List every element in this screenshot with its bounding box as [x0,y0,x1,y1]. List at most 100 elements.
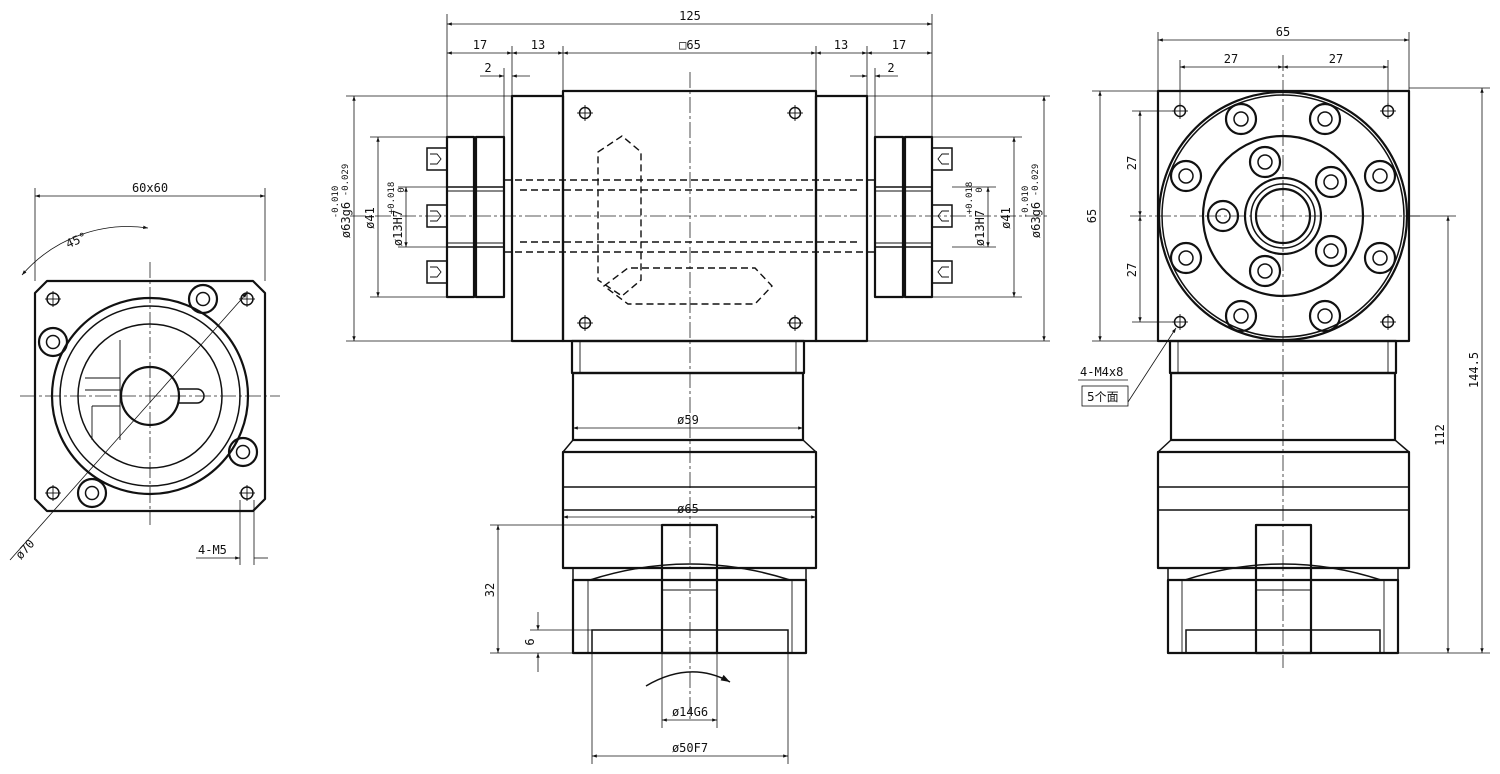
dim-right-shaft-height: 112 [1433,424,1447,446]
right-ring-bolt [1224,299,1258,333]
front-body-hole [787,315,803,331]
right-ring-bolt [1308,102,1342,136]
dim-right-half-right: 27 [1329,52,1343,66]
dim-right-outer: 17 [892,38,906,52]
left-keyway [178,388,205,404]
dim-flange-size: 60x60 [132,181,168,195]
dim-right-pilot: ø63g6 [1029,202,1043,238]
front-body-hole [787,105,803,121]
dim-pcd-diameter: ø70 [13,537,38,562]
left-view: 60x60 45° ø70 4-M5 [9,181,280,565]
dim-shaft-shoulder: 6 [523,638,537,645]
left-corner-hole [45,291,61,307]
dim-right-bore-tol-upper: +0.018 [965,182,975,215]
dim-spigot-diameter: ø50F7 [672,741,708,755]
dim-right-inner: 13 [834,38,848,52]
front-curve [589,563,791,581]
front-left-boss [510,94,565,343]
right-outer-circle-inner [1161,94,1405,338]
front-left-screw [426,147,448,171]
dim-left-inner: 13 [531,38,545,52]
front-spigot [571,578,808,655]
front-hidden-slot [602,267,773,305]
front-view: 125 17 13 □65 13 17 2 2 ø63g6 -0.010 -0.… [331,9,1050,764]
dim-square-size: □65 [679,38,701,52]
dim-right-pilot-tol-upper: -0.010 [1021,186,1031,219]
front-left-screw [426,260,448,284]
dim-left-flange-dia: ø41 [363,207,377,229]
right-mid-circle [1201,134,1365,298]
front-right-flange-inner [873,135,905,299]
front-left-screw [426,204,448,228]
dim-left-gap: 2 [484,61,491,75]
dim-right-overall-height: 144.5 [1467,352,1481,388]
dim-overall-width: 125 [679,9,701,23]
dim-right-gap: 2 [887,61,894,75]
dim-housing-diameter: ø65 [677,502,699,516]
dim-left-bore-tol-upper: +0.018 [387,182,397,215]
dim-right-height: 65 [1085,209,1099,223]
dim-right-faces: 5个面 [1087,390,1119,404]
front-lower-body [571,371,805,442]
dim-left-pilot: ø63g6 [339,202,353,238]
dim-shaft-length: 32 [483,583,497,597]
right-corner-hole [1172,103,1188,119]
right-inner-bolt [1206,199,1240,233]
left-bore [119,365,181,427]
left-cap-screw [76,477,108,509]
dim-right-bore-tol-lower: 0 [975,187,985,192]
front-left-flange-inner [474,135,506,299]
right-inner-bolt [1248,145,1282,179]
front-lower-neck [570,339,806,375]
right-lower-body [1169,371,1397,442]
right-ring-bolt [1224,102,1258,136]
front-output-shaft [660,523,719,655]
right-corner-hole [1380,103,1396,119]
front-right-screw [931,204,953,228]
front-hidden-slot [597,135,642,297]
left-cap-screw [37,326,69,358]
left-housing-rim [59,305,241,487]
right-inner-bolt [1248,254,1282,288]
dim-right-tapped-holes: 4-M4x8 [1080,365,1123,379]
rotation-arrow-icon [645,671,731,687]
right-ring-bolt [1169,159,1203,193]
front-right-screw [931,260,953,284]
dim-right-half-left: 27 [1224,52,1238,66]
left-flange-outline [33,279,267,513]
front-body-hole [577,105,593,121]
right-ring-bolt [1308,299,1342,333]
right-bore [1254,187,1312,245]
right-view: 65 27 27 65 27 27 4-M4x8 5个面 112 144.5 [1078,25,1490,668]
right-ring-bolt [1169,241,1203,275]
right-output-shaft [1254,523,1313,655]
dim-tapped-holes: 4-M5 [198,543,227,557]
left-cap-screw [187,283,219,315]
right-hub-outer [1243,176,1323,256]
right-ring-bolt [1363,159,1397,193]
dim-left-pilot-tol-lower: -0.029 [341,164,351,197]
front-body-hole [577,315,593,331]
right-inner-bolt [1314,165,1348,199]
dim-right-lower-half: 27 [1125,263,1139,277]
left-corner-hole [239,485,255,501]
dim-left-bore-tol-lower: 0 [397,187,407,192]
front-right-flange-outer [903,135,934,299]
right-ring-bolt [1363,241,1397,275]
right-corner-hole [1172,314,1188,330]
left-housing-outer [50,296,250,496]
dim-left-pilot-tol-upper: -0.010 [331,186,341,219]
left-cap-screw [227,436,259,468]
dim-left-bore: ø13H7 [391,210,405,246]
dim-right-flange-dia: ø41 [999,207,1013,229]
right-corner-hole [1380,314,1396,330]
dim-right-upper-half: 27 [1125,156,1139,170]
left-housing-inner [77,323,223,469]
dim-right-pilot-tol-lower: -0.029 [1031,164,1041,197]
dim-right-width: 65 [1276,25,1290,39]
dim-right-bore: ø13H7 [973,210,987,246]
right-hub-mid [1250,183,1316,249]
dim-shaft-diameter: ø14G6 [672,705,708,719]
front-left-flange-outer [445,135,476,299]
